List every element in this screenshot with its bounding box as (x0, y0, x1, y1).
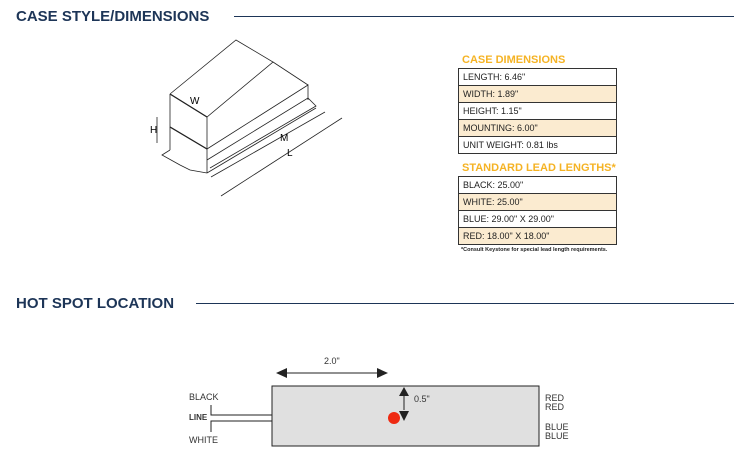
lead-lengths-title: STANDARD LEAD LENGTHS* (462, 162, 616, 174)
lead-length-note: *Consult Keystone for special lead lengt… (461, 247, 608, 253)
length-label: L (287, 148, 293, 159)
arrow-right-icon (377, 368, 388, 378)
arrow-left-icon (276, 368, 287, 378)
lead-line: LINE (189, 413, 208, 422)
table-row: HEIGHT: 1.15" (459, 103, 616, 120)
divider (234, 16, 734, 17)
lead-lengths-table: BLACK: 25.00" WHITE: 25.00" BLUE: 29.00"… (458, 176, 617, 245)
lead-blue: BLUE (545, 422, 569, 432)
lead-white: WHITE (189, 435, 218, 445)
table-row: UNIT WEIGHT: 0.81 lbs (463, 140, 558, 150)
lead-black: BLACK (189, 392, 219, 402)
width-label: W (190, 96, 200, 107)
divider (196, 303, 734, 304)
vertical-distance: 0.5" (414, 394, 430, 404)
table-row: LENGTH: 6.46" (459, 69, 616, 86)
section-title-case-style: CASE STYLE/DIMENSIONS (16, 8, 210, 25)
horizontal-distance: 2.0" (324, 356, 340, 366)
table-row: RED: 18.00" X 18.00" (459, 228, 616, 244)
lead-red: RED (545, 402, 565, 412)
hot-spot-marker (388, 412, 400, 424)
case-dimensions-title: CASE DIMENSIONS (462, 54, 566, 66)
height-label: H (150, 125, 157, 136)
table-row: WHITE: 25.00" (459, 194, 616, 211)
table-row: MOUNTING: 6.00" (459, 120, 616, 137)
mounting-label: M (280, 133, 288, 144)
arrow-up-icon (399, 387, 409, 396)
case-dimensions-table: LENGTH: 6.46" WIDTH: 1.89" HEIGHT: 1.15"… (458, 68, 617, 154)
lead-red: RED (545, 393, 565, 403)
section-title-hot-spot: HOT SPOT LOCATION (16, 295, 175, 312)
arrow-down-icon (399, 411, 409, 421)
lead-blue: BLUE (545, 431, 569, 441)
table-row: BLUE: 29.00" X 29.00" (459, 211, 616, 228)
table-row: WIDTH: 1.89" (459, 86, 616, 103)
table-row: BLACK: 25.00" (459, 177, 616, 194)
